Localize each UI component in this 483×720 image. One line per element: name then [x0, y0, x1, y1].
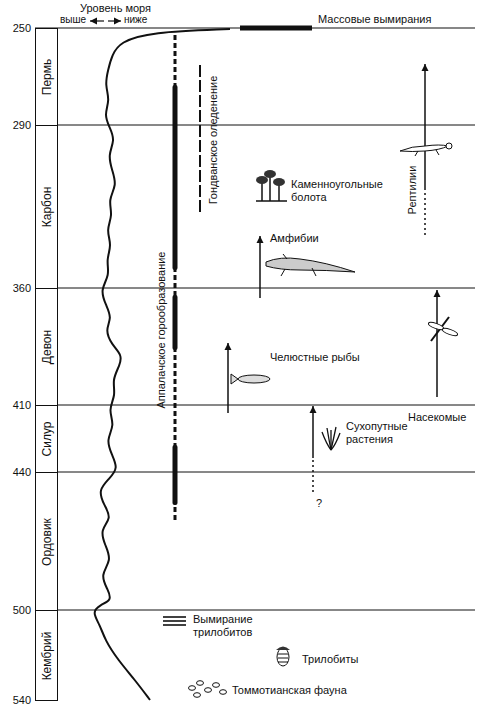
plant-icon: [322, 427, 340, 450]
range-arrow: [259, 236, 261, 298]
period-cell: Кембрий: [35, 610, 58, 701]
period-name: Кембрий: [40, 631, 54, 680]
sea-level-curve: [95, 29, 230, 700]
orogeny-phase: [173, 295, 178, 350]
orogeny-phase: [173, 445, 178, 505]
group-label: Амфибии: [270, 232, 319, 245]
group-label: Челюстные рыбы: [270, 351, 360, 364]
fauna-icon: [189, 681, 227, 698]
group-label: Насекомые: [408, 411, 466, 424]
direction-arrow: [90, 20, 104, 21]
period-name: Ордовик: [40, 518, 54, 566]
range-dotted: [424, 188, 426, 235]
event-label: Массовые вымирания: [318, 13, 431, 26]
range-arrow: [227, 343, 229, 413]
period-cell: Девон: [35, 288, 58, 406]
group-label: Сухопутные растения: [346, 420, 424, 445]
glaciation-bar: [199, 65, 201, 215]
axis-label: выше: [60, 14, 86, 26]
age-number: 410: [13, 399, 31, 412]
period-cell: Пермь: [35, 28, 58, 126]
extinction-tick: [163, 620, 186, 622]
age-number: 290: [13, 119, 31, 132]
boundary-line: [57, 288, 475, 289]
event-label: Каменноугольные болота: [291, 178, 391, 203]
period-cell: Карбон: [35, 125, 58, 289]
reptile-icon: [400, 143, 452, 156]
event-label: Вымирание трилобитов: [193, 613, 269, 638]
insect-icon: [428, 317, 459, 341]
age-number: 540: [13, 694, 31, 707]
trilobite-icon: [276, 647, 290, 667]
event-label: Аппалачское горообразование: [155, 252, 168, 409]
question-mark: ?: [316, 497, 322, 510]
boundary-line: [57, 125, 475, 126]
period-name: Силур: [40, 422, 54, 457]
extinction-bar: [240, 26, 312, 31]
group-label: Томмотианская фауна: [232, 684, 347, 697]
extinction-tick: [163, 624, 186, 626]
range-arrow: [436, 290, 438, 397]
swamp-icon: [256, 170, 287, 201]
period-cell: Ордовик: [35, 472, 58, 611]
period-name: Пермь: [40, 59, 54, 95]
orogeny-bar: [174, 35, 177, 520]
direction-arrow: [108, 20, 121, 21]
age-number: 440: [13, 466, 31, 479]
age-number: 360: [13, 282, 31, 295]
period-name: Девон: [40, 330, 54, 364]
axis-label: ниже: [124, 14, 147, 26]
fish-icon: [231, 374, 270, 384]
amphibian-icon: [266, 254, 355, 276]
age-number: 250: [13, 22, 31, 35]
boundary-line: [57, 610, 475, 611]
group-label: Трилобиты: [302, 653, 358, 666]
extinction-tick: [163, 616, 186, 618]
orogeny-phase: [173, 85, 178, 270]
boundary-line: [57, 472, 475, 473]
boundary-line: [57, 405, 475, 406]
period-name: Карбон: [40, 187, 54, 228]
group-label: Рептилии: [406, 166, 419, 215]
age-number: 500: [13, 604, 31, 617]
period-cell: Силур: [35, 405, 58, 473]
range-arrow: [424, 64, 426, 188]
axis-title: Уровень моря: [80, 2, 151, 15]
event-label: Гондванское оледенение: [207, 76, 220, 205]
range-dotted: [312, 458, 314, 492]
range-arrow: [312, 406, 314, 458]
